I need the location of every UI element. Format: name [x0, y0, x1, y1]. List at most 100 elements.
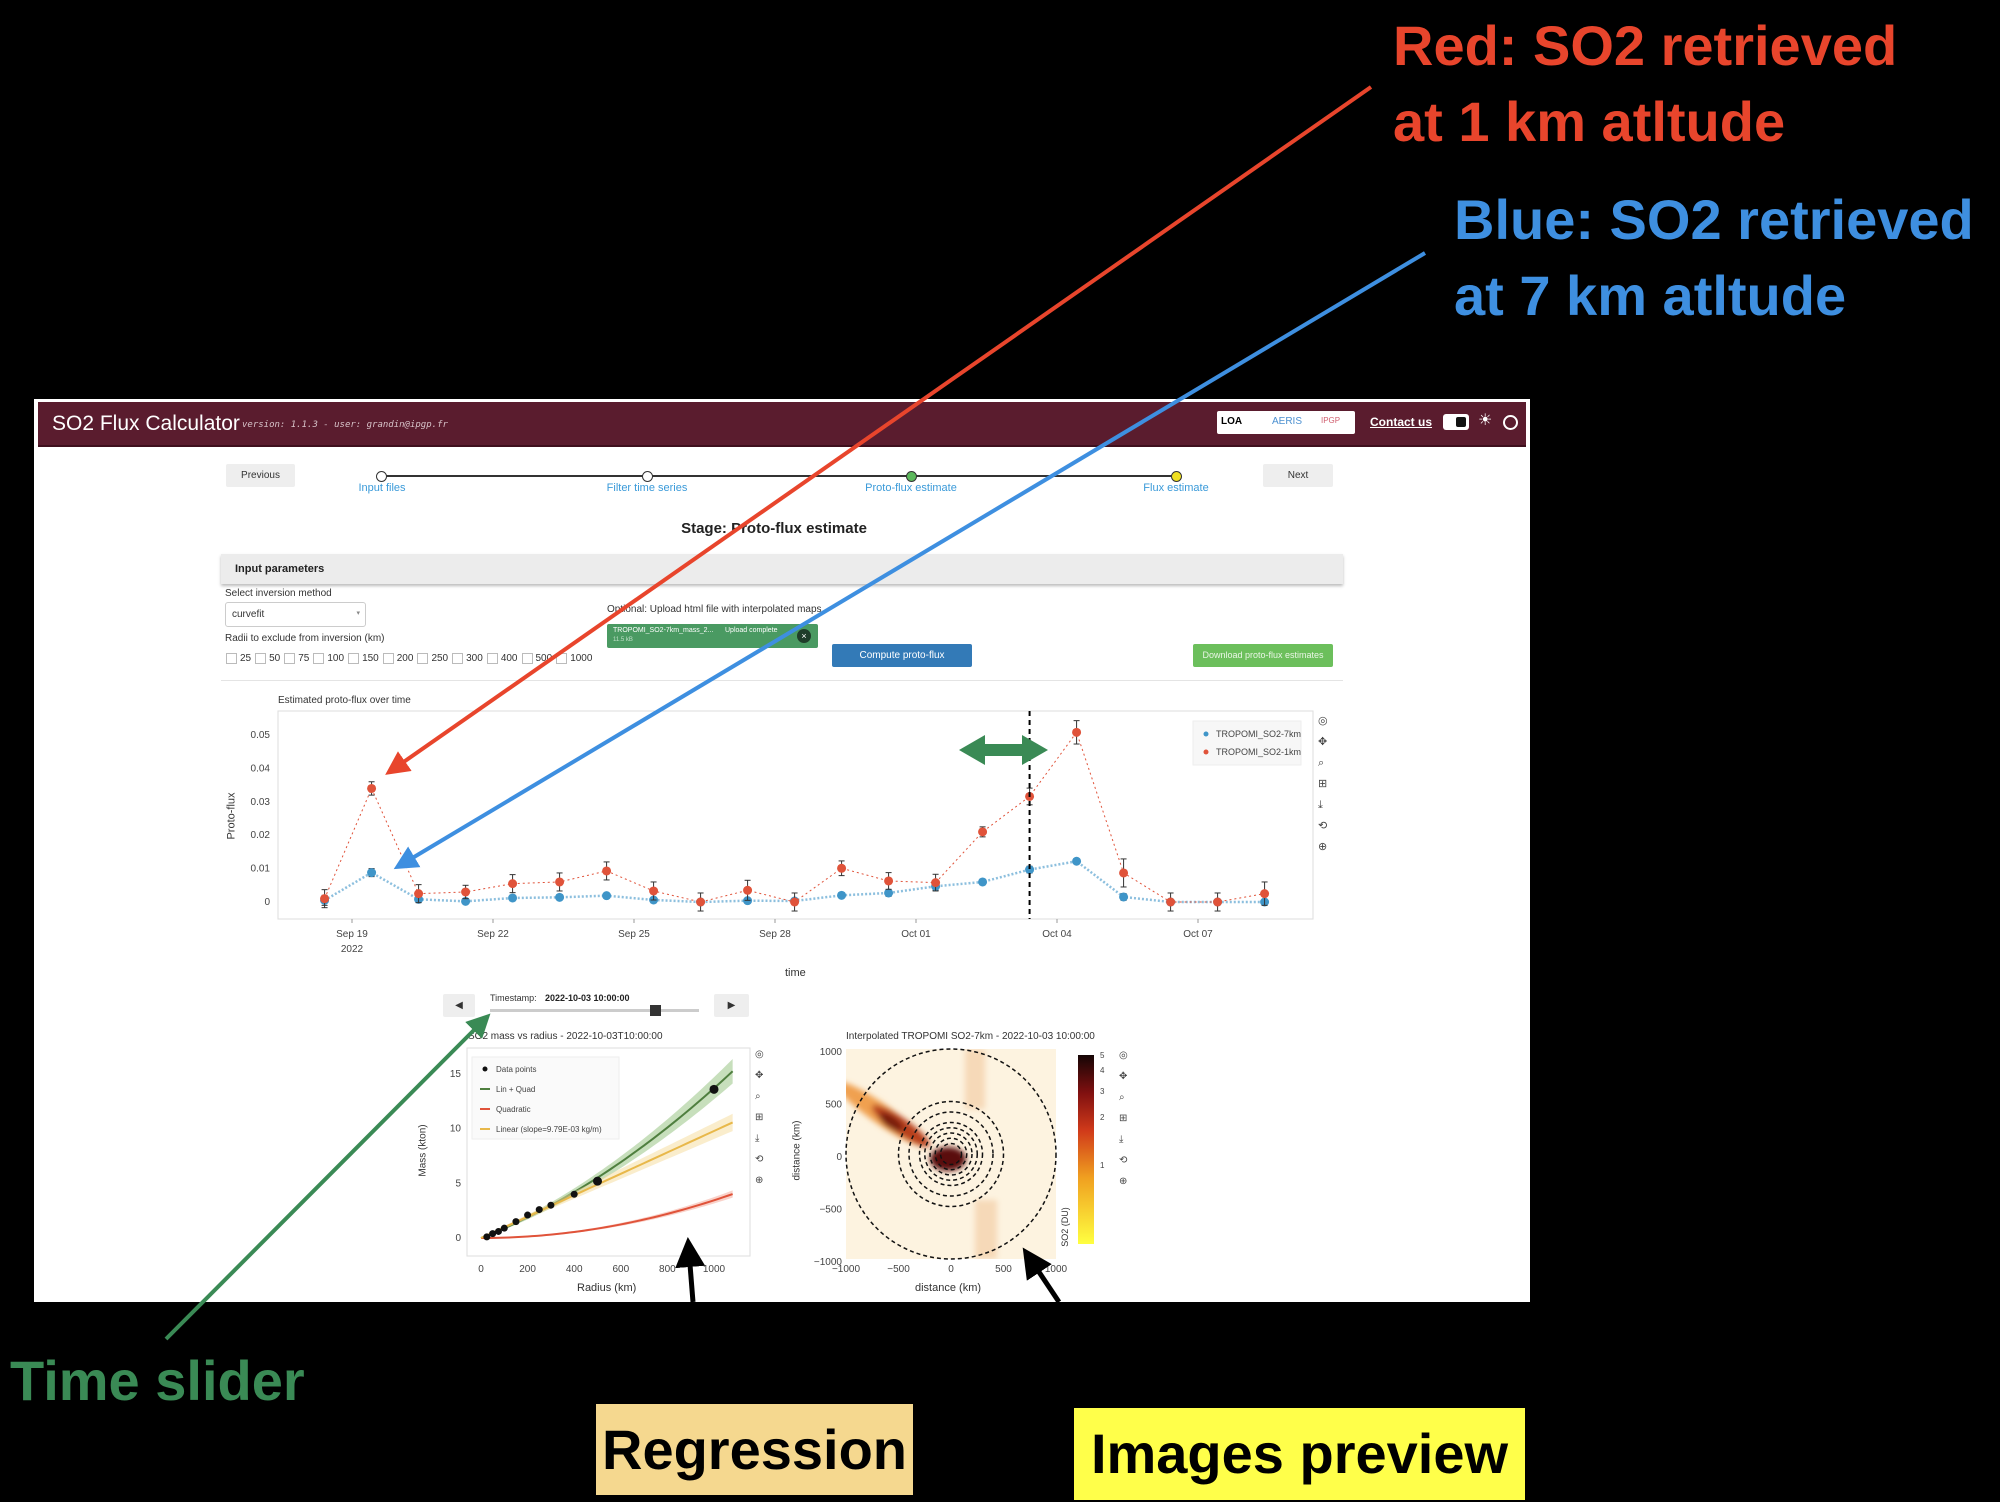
- colorbar-tick: 4: [1100, 1066, 1105, 1075]
- step-input-files[interactable]: Input files: [358, 482, 406, 494]
- data-point: [508, 879, 518, 889]
- data-point: [790, 897, 800, 907]
- y-tick-label: 0.02: [251, 830, 271, 841]
- sun-icon[interactable]: ☀: [1478, 412, 1493, 429]
- fit-line-1: [480, 1193, 733, 1239]
- y-tick-label: 0: [836, 1152, 842, 1163]
- x-tick-label: Sep 22: [477, 929, 509, 940]
- data-point: [978, 877, 988, 887]
- data-point: [489, 1230, 497, 1238]
- previous-button[interactable]: Previous: [226, 464, 295, 487]
- radius-circle: [897, 1100, 1005, 1208]
- legend-label: Quadratic: [496, 1105, 531, 1114]
- step-dot-input-files[interactable]: [376, 471, 387, 482]
- data-point: [1260, 889, 1270, 899]
- legend-marker: [1203, 749, 1209, 755]
- select-value: curvefit: [232, 609, 265, 620]
- y-tick-label: 0: [264, 897, 270, 908]
- next-timestamp-button[interactable]: ▶: [714, 994, 749, 1017]
- y-tick-label: 1000: [820, 1047, 843, 1058]
- radius-circle: [939, 1142, 963, 1166]
- data-point: [570, 1190, 578, 1198]
- annotation-red: Red: SO2 retrieved at 1 km atltude: [1393, 8, 1897, 160]
- data-point: [1025, 865, 1035, 875]
- proto-flux-x-label: time: [785, 967, 806, 979]
- plot-area: [277, 710, 1314, 920]
- theme-toggle[interactable]: [1443, 414, 1469, 430]
- fit-line-2: [480, 1121, 734, 1239]
- colorbar-tick: 5: [1100, 1051, 1105, 1060]
- noise-stripe: [965, 1049, 985, 1109]
- radius-checkbox-150[interactable]: [348, 653, 360, 664]
- radius-label: 75: [298, 653, 310, 665]
- radius-circle: [929, 1132, 973, 1176]
- data-point: [1072, 727, 1082, 737]
- legend-marker: [482, 1066, 488, 1072]
- data-point: [884, 876, 894, 886]
- x-tick-label: Oct 04: [1042, 929, 1072, 940]
- colorbar-tick: 3: [1100, 1087, 1105, 1096]
- modebar-icon: ◎: [755, 1049, 764, 1060]
- x-tick-label: 800: [659, 1264, 676, 1275]
- radius-label: 25: [240, 653, 252, 665]
- radii-label: Radii to exclude from inversion (km): [225, 633, 385, 644]
- prev-timestamp-button[interactable]: ◀: [443, 994, 475, 1017]
- method-label: Select inversion method: [225, 588, 332, 599]
- modebar-icon: ⤓: [1119, 1134, 1124, 1145]
- preview-chart-title: Interpolated TROPOMI SO2-7km - 2022-10-0…: [846, 1031, 1095, 1042]
- app-title: SO2 Flux Calculator: [52, 412, 240, 435]
- annotation-blue: Blue: SO2 retrieved at 7 km atltude: [1454, 182, 1974, 334]
- x-tick-label: Sep 28: [759, 929, 791, 940]
- data-point: [512, 1218, 520, 1226]
- modebar-icon: ⤓: [1318, 799, 1323, 811]
- radius-checkbox-25[interactable]: [226, 653, 237, 664]
- data-point: [593, 1176, 602, 1186]
- timestamp-label: Timestamp:: [490, 993, 537, 1003]
- x-tick-label: Oct 07: [1183, 929, 1213, 940]
- x-tick-label: Sep 25: [618, 929, 650, 940]
- time-slider-track[interactable]: [490, 1009, 699, 1012]
- x-tick-label: −500: [887, 1264, 910, 1275]
- y-tick-label: 0.04: [251, 763, 271, 774]
- x-tick-label: 0: [478, 1264, 484, 1275]
- panel-heading: Input parameters: [235, 563, 325, 575]
- legend-label: Linear (slope=9.79E-03 kg/m): [496, 1125, 602, 1134]
- fit-band: [481, 1113, 733, 1239]
- x-tick-label: 600: [612, 1264, 629, 1275]
- data-point: [1213, 897, 1223, 907]
- data-point: [709, 1084, 719, 1094]
- data-point: [367, 868, 377, 878]
- circle-icon[interactable]: [1503, 415, 1518, 430]
- data-point: [461, 887, 471, 897]
- modebar-icon: ✥: [755, 1070, 763, 1081]
- modebar-icon: ⌕: [1318, 757, 1324, 769]
- time-slider-handle[interactable]: [650, 1005, 662, 1016]
- x-tick-label: 0: [948, 1264, 954, 1275]
- radius-circle: [934, 1137, 968, 1171]
- colorbar: [1078, 1055, 1094, 1244]
- radius-checkbox-100[interactable]: [313, 653, 325, 664]
- x-tick-label: 200: [519, 1264, 536, 1275]
- legend-label: Data points: [496, 1065, 536, 1074]
- y-tick-label: −500: [819, 1205, 842, 1216]
- annotation-images-preview: Images preview: [1074, 1408, 1525, 1500]
- data-point: [649, 886, 659, 896]
- radius-circle: [845, 1048, 1057, 1260]
- modebar-icon: ✥: [1318, 736, 1327, 748]
- radius-checkbox-75[interactable]: [284, 653, 296, 664]
- x-tick-label: 400: [566, 1264, 583, 1275]
- data-point: [555, 877, 565, 887]
- colorbar-tick: 2: [1100, 1113, 1105, 1122]
- radius-label: 50: [269, 653, 281, 665]
- radius-checkbox-200[interactable]: [382, 653, 394, 664]
- proto-flux-chart-title: Estimated proto-flux over time: [278, 695, 411, 706]
- annotation-regression: Regression: [596, 1404, 913, 1495]
- data-point: [602, 866, 612, 876]
- legend-label: TROPOMI_SO2-7km: [1216, 729, 1301, 739]
- y-tick-label: 0.03: [251, 797, 271, 808]
- radius-checkbox-50[interactable]: [255, 653, 267, 664]
- inversion-method-select[interactable]: curvefit ▾: [225, 602, 366, 627]
- radius-circle: [908, 1111, 994, 1197]
- data-point: [524, 1211, 532, 1219]
- preview-x-label: distance (km): [915, 1282, 982, 1294]
